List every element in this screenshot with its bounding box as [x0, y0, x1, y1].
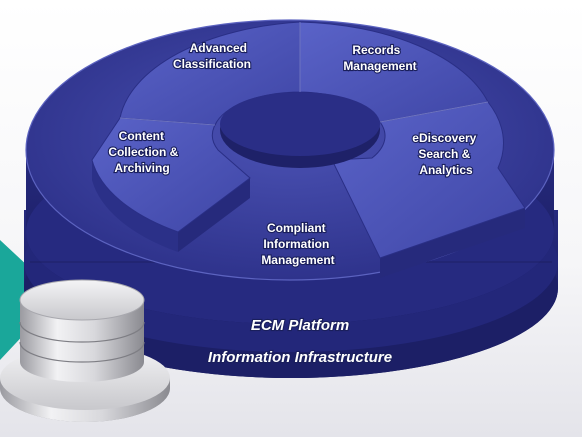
label-ediscovery: eDiscovery Search & Analytics: [412, 131, 479, 177]
segment-content-collection: [91, 117, 251, 233]
center-hole-top: [220, 92, 380, 156]
label-records-management: Records Management: [343, 43, 416, 73]
label-advanced-classification: Advanced Classification: [173, 41, 251, 71]
label-compliant-information-management: Compliant Information Management: [261, 221, 334, 267]
segment-ediscovery: [331, 101, 526, 259]
label-ecm-platform: ECM Platform: [251, 317, 349, 334]
label-content-collection: Content Collection & Archiving: [108, 129, 181, 175]
cycle-arrow: [91, 21, 526, 278]
label-information-infrastructure: Information Infrastructure: [208, 349, 392, 366]
database-icon: [0, 279, 170, 422]
